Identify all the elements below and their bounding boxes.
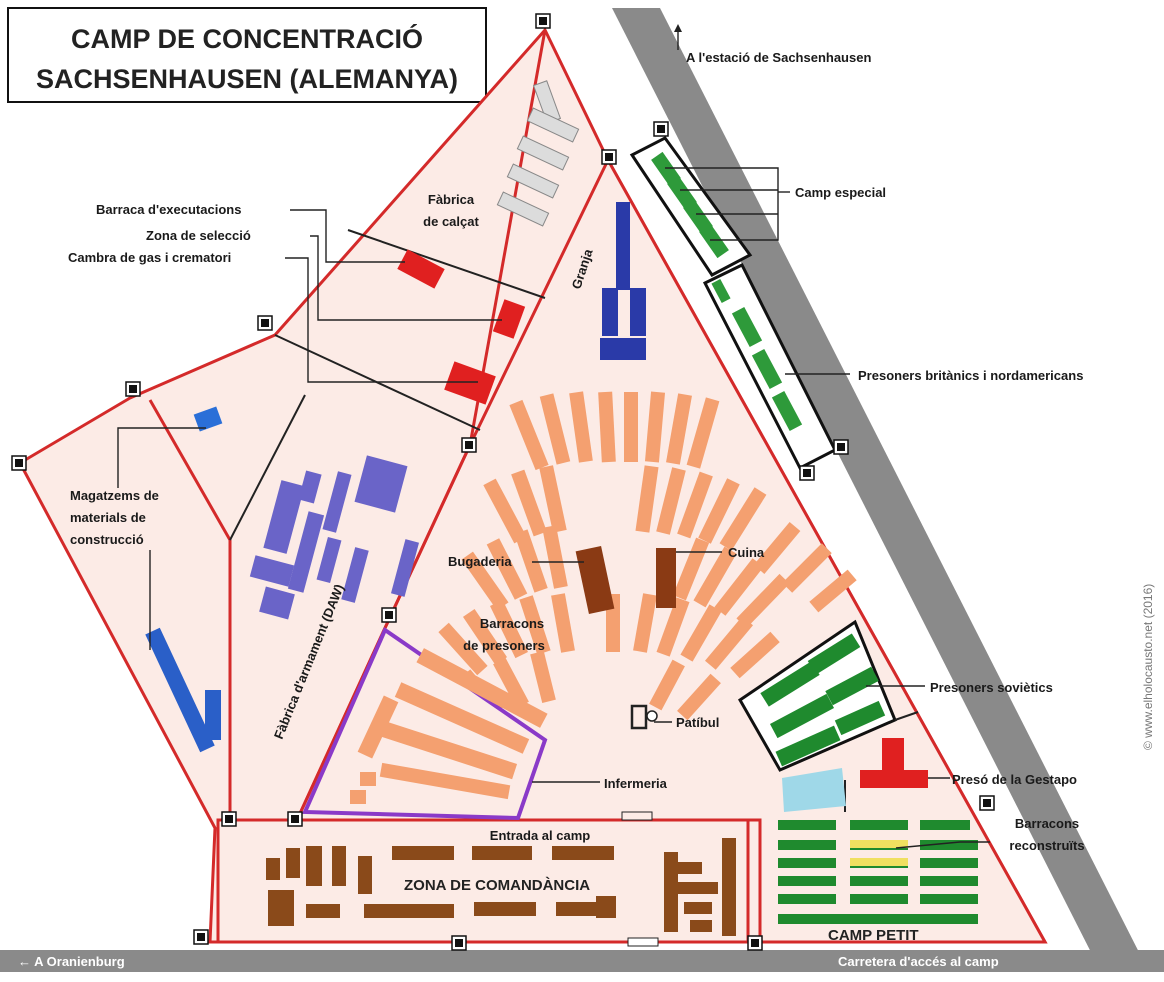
sector-divider-1 bbox=[347, 229, 546, 299]
road-gate bbox=[627, 937, 659, 947]
execution-barrack bbox=[397, 249, 445, 289]
kitchen-building bbox=[656, 548, 676, 608]
gallows-loop-icon bbox=[646, 710, 658, 722]
title-box bbox=[7, 7, 487, 103]
reconstructed-label-1: Barracons bbox=[1015, 816, 1079, 831]
tower-icon bbox=[747, 935, 763, 951]
execution-lead bbox=[290, 209, 405, 263]
small-camp-label: CAMP PETIT bbox=[828, 927, 919, 944]
soviet-barracks bbox=[760, 633, 886, 767]
infirmary-barracks bbox=[350, 648, 548, 804]
bottom-road bbox=[0, 950, 1164, 972]
infirmary-label: Infermeria bbox=[604, 776, 668, 791]
oranienburg-label: ← A Oranienburg bbox=[18, 954, 125, 969]
british-label: Presoners britànics i nordamericans bbox=[858, 368, 1083, 383]
tower-icon bbox=[451, 935, 467, 951]
gas-chamber-label: Cambra de gas i crematori bbox=[68, 250, 231, 265]
selection-zone-building bbox=[492, 299, 526, 339]
warehouse-block bbox=[205, 690, 221, 740]
tower-icon bbox=[287, 811, 303, 827]
execution-label: Barraca d'executacions bbox=[96, 202, 241, 217]
tower-icon bbox=[979, 795, 995, 811]
laundry-building bbox=[575, 545, 615, 615]
warehouse-label-3: construcció bbox=[70, 532, 144, 547]
station-arrow-head bbox=[674, 24, 682, 32]
infirmary-enclosure bbox=[301, 626, 548, 821]
entrance-label: Entrada al camp bbox=[490, 828, 590, 843]
credit-text: © www.elholocausto.net (2016) bbox=[1141, 584, 1155, 750]
entrance-gate bbox=[621, 811, 653, 821]
camp-especial-bracket bbox=[665, 167, 779, 241]
soviet-label: Presoners soviètics bbox=[930, 680, 1053, 695]
prisoner-barracks bbox=[430, 391, 857, 736]
gestapo-prison-wing bbox=[860, 770, 928, 788]
reconstructed-barrack-1 bbox=[850, 840, 908, 848]
tower-icon bbox=[601, 149, 617, 165]
reconstructed-label-2: reconstruïts bbox=[1009, 838, 1084, 853]
gallows-label: Patíbul bbox=[676, 715, 719, 730]
tower-icon bbox=[11, 455, 27, 471]
title-line2: SACHSENHAUSEN (ALEMANYA) bbox=[36, 64, 458, 94]
warehouse-lead-top bbox=[117, 427, 206, 488]
british-camp-barracks bbox=[711, 278, 803, 432]
tower-icon bbox=[193, 929, 209, 945]
tower-icon bbox=[381, 607, 397, 623]
prisoner-barracks-label-1: Barracons bbox=[480, 616, 544, 631]
tower-icon bbox=[125, 381, 141, 397]
tower-icon bbox=[221, 811, 237, 827]
shoe-factory-label-2: de calçat bbox=[423, 214, 479, 229]
tower-icon bbox=[799, 465, 815, 481]
soviet-fence bbox=[894, 711, 919, 721]
warehouse-small bbox=[193, 406, 223, 432]
tower-icon bbox=[257, 315, 273, 331]
armaments-factory-buildings bbox=[249, 455, 420, 620]
light-blue-building bbox=[782, 768, 846, 812]
farm-buildings bbox=[600, 202, 646, 360]
shoe-factory-label-1: Fàbrica bbox=[428, 192, 475, 207]
tower-icon bbox=[833, 439, 849, 455]
commandant-zone-label: ZONA DE COMANDÀNCIA bbox=[404, 877, 590, 894]
prisoner-barracks-label-2: de presoners bbox=[463, 638, 545, 653]
commandant-buildings bbox=[266, 838, 736, 936]
tower-icon bbox=[535, 13, 551, 29]
warehouse-label-1: Magatzems de bbox=[70, 488, 159, 503]
station-label: A l'estació de Sachsenhausen bbox=[686, 50, 871, 65]
sector-divider-3 bbox=[229, 394, 306, 541]
tower-icon bbox=[461, 437, 477, 453]
gas-chamber-crematorium bbox=[444, 361, 496, 405]
selection-lead bbox=[310, 235, 502, 321]
gestapo-label: Presó de la Gestapo bbox=[952, 772, 1077, 787]
laundry-label: Bugaderia bbox=[448, 554, 512, 569]
warehouse-label-2: materials de bbox=[70, 510, 146, 525]
selection-label: Zona de selecció bbox=[146, 228, 251, 243]
shoe-factory-buildings bbox=[496, 80, 580, 227]
reconstructed-lead bbox=[895, 841, 990, 849]
kitchen-label: Cuina bbox=[728, 545, 765, 560]
gas-lead bbox=[285, 257, 478, 383]
special-camp-barracks bbox=[651, 151, 729, 259]
gallows-icon bbox=[630, 704, 648, 730]
gestapo-prison-stem bbox=[882, 738, 904, 774]
title-line1: CAMP DE CONCENTRACIÓ bbox=[71, 23, 423, 54]
warehouse-long bbox=[145, 627, 215, 753]
tower-icon bbox=[653, 121, 669, 137]
reconstructed-barrack-2 bbox=[850, 858, 908, 866]
access-road-label: Carretera d'accés al camp bbox=[838, 954, 999, 969]
camp-especial-label: Camp especial bbox=[795, 185, 886, 200]
watchtowers bbox=[11, 13, 995, 951]
